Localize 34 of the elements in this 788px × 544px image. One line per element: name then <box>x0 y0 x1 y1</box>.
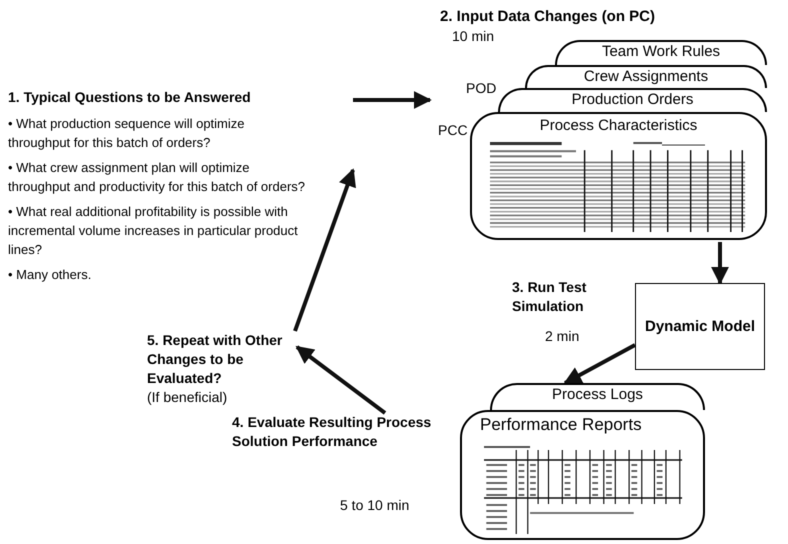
step-label: 5. Repeat with Other Changes to be Evaluated? <box>147 331 284 388</box>
card-title: Performance Reports <box>480 416 642 434</box>
duration-label: 10 min <box>452 28 494 45</box>
arrow <box>711 242 729 285</box>
question-text: • Many others. <box>8 266 92 284</box>
document-card <box>498 88 767 112</box>
step-note: (If beneficial) <box>147 388 228 407</box>
step-heading: 1. Typical Questions to be Answered <box>8 88 252 106</box>
document-card <box>460 410 705 540</box>
arrow <box>563 343 636 385</box>
arrow <box>296 345 386 415</box>
model-box <box>635 283 765 370</box>
step-heading: 2. Input Data Changes (on PC) <box>440 7 656 27</box>
card-title: Process Characteristics <box>538 117 698 135</box>
question-text: • What crew assignment plan will optimize throughput and productivity for this batch of orders? <box>8 159 306 196</box>
question-text: • What real additional profitability is possible with incremental volume increases in particular product lines? <box>8 203 299 259</box>
abbreviation-label: POD <box>466 80 496 97</box>
card-title: Production Orders <box>570 91 694 109</box>
question-text: • What production sequence will optimize throughput for this batch of orders? <box>8 115 246 152</box>
card-title: Crew Assignments <box>582 68 710 86</box>
card-title: Process Logs <box>551 386 644 404</box>
step-label: 4. Evaluate Resulting Process Solution Performance <box>232 413 432 451</box>
duration-label: 2 min <box>545 328 580 345</box>
document-card <box>490 383 705 410</box>
step-label: 3. Run Test Simulation <box>512 278 588 316</box>
arrow <box>293 168 356 332</box>
abbreviation-label: PCC <box>438 122 468 139</box>
arrow <box>353 91 432 109</box>
model-label: Dynamic Model <box>644 317 756 336</box>
document-card <box>470 112 767 240</box>
duration-label: 5 to 10 min <box>340 497 410 514</box>
card-title: Team Work Rules <box>600 43 722 61</box>
document-card <box>525 65 767 88</box>
document-card <box>555 40 767 65</box>
